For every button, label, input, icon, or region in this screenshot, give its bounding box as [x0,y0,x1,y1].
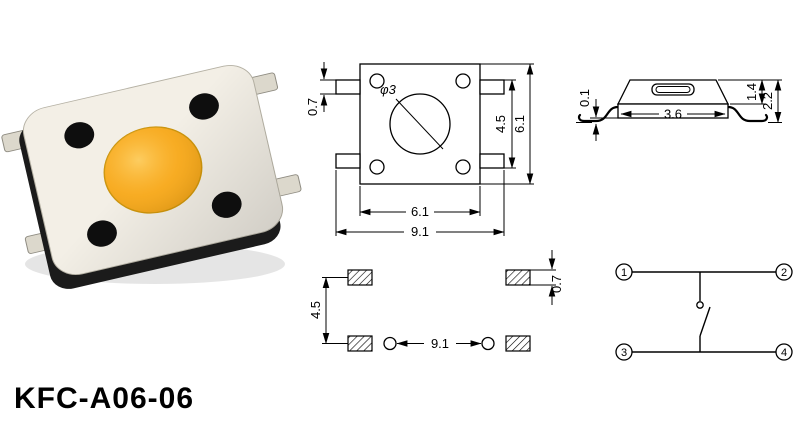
side-view-button-inner [655,86,691,93]
top-view-corner-holes [369,73,471,175]
solder-pads [347,269,531,352]
dim-lead-width-group: 0.7 [305,62,336,116]
pin4-label: 4 [781,347,787,359]
pin1-terminal [615,263,633,281]
pin4-terminal [775,343,793,361]
side-view-button-outer [651,83,695,96]
dim-pad-span: 9.1 [431,336,449,351]
dim-body-height: 6.1 [512,115,527,133]
diameter-leader-line [395,98,444,150]
dim-body-width: 6.1 [411,204,429,219]
dim-pad-row-spacing-group: 4.5 [308,276,348,345]
dim-pad-height-group: 0.7 [530,250,564,305]
top-view-leads [335,79,505,169]
dim-standoff: 0.1 [577,89,592,107]
dim-lead-span: 4.5 [493,115,508,133]
switch-symbol [696,272,711,352]
dim-pad-height: 0.7 [549,275,564,293]
footprint-drawing: 4.5 0.7 9.1 [308,250,564,352]
dim-pad-span-group: 9.1 [396,336,482,351]
dim-overall-width: 9.1 [411,224,429,239]
dim-lead-span-group: 4.5 [493,79,516,169]
circuit-diagram: 1 2 3 4 [615,263,793,361]
part-number: KFC-A06-06 [14,382,195,415]
pin3-terminal [615,343,633,361]
side-view-drawing: 3.6 0.1 1.4 2.2 [576,79,782,141]
dim-total-height-group: 2.2 [760,79,782,124]
dim-total-height: 2.2 [760,92,775,110]
product-photo [1,65,302,289]
locating-hole-right [481,336,495,351]
switch-button-highlight [104,127,202,213]
dim-standoff-group: 0.1 [576,89,618,141]
pin1-label: 1 [621,267,627,279]
dim-upper-height: 1.4 [744,83,759,101]
pin2-label: 2 [781,267,787,279]
dim-body-width-group: 6.1 [359,186,481,219]
side-lead-left [577,105,620,123]
dim-base-width: 3.6 [664,107,682,122]
dim-pad-row-spacing: 4.5 [308,301,323,319]
dim-body-height-group: 6.1 [480,63,534,185]
dim-lead-width: 0.7 [305,98,320,116]
corner-holes [64,93,242,247]
dim-base-width-group: 3.6 [620,107,726,122]
side-lead-right [726,105,769,123]
dim-upper-height-group: 1.4 [718,79,782,105]
pin2-terminal [775,263,793,281]
top-view-drawing: φ3 0.7 4.5 6.1 6.1 [305,62,534,239]
pin3-label: 3 [621,347,627,359]
dim-overall-width-group: 9.1 [335,170,505,239]
locating-hole-left [383,336,397,351]
dim-button-diameter: φ3 [380,82,396,97]
